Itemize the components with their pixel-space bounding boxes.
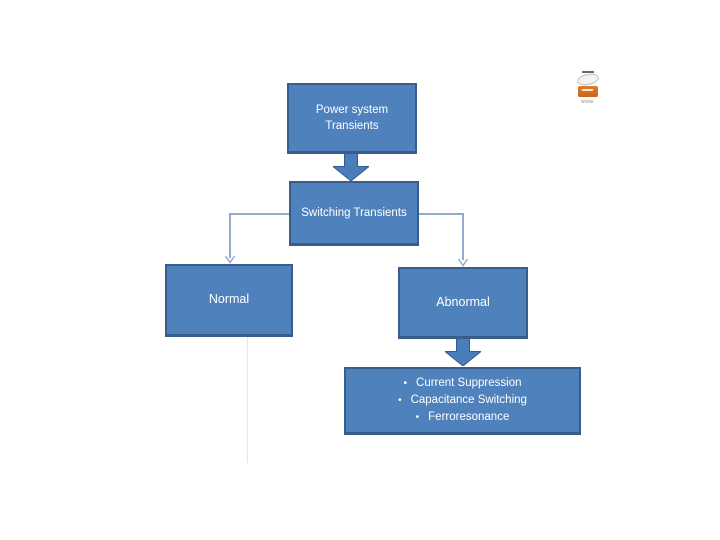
node-label: Normal xyxy=(208,292,250,307)
node-power-system-transients: Power system Transients xyxy=(287,83,417,154)
node-abnormal: Abnormal xyxy=(398,267,528,339)
connector-switching-to-normal-horizontal xyxy=(230,213,290,215)
node-switching-transients: Switching Transients xyxy=(289,181,419,246)
list-item: • Ferroresonance xyxy=(346,409,579,426)
node-normal: Normal xyxy=(165,264,293,337)
node-label: Abnormal xyxy=(436,294,490,309)
list-item: • Capacitance Switching xyxy=(346,392,579,409)
watermark-topline xyxy=(582,71,594,73)
watermark-swoosh-icon xyxy=(576,71,600,88)
faint-stray-line xyxy=(247,337,248,463)
watermark-caption: www. xyxy=(581,99,595,105)
arrowhead-down-icon xyxy=(457,258,469,267)
bullet-icon: • xyxy=(415,412,420,423)
watermark-logo: www. xyxy=(573,71,603,113)
list-item-label: Ferroresonance xyxy=(428,411,510,423)
connector-switching-to-abnormal-horizontal xyxy=(419,213,464,215)
bullet-icon: • xyxy=(398,395,402,406)
block-arrow-down-power-to-switching-icon xyxy=(333,153,369,181)
list-item: • Current Suppression xyxy=(346,375,579,392)
node-abnormal-causes: • Current Suppression • Capacitance Swit… xyxy=(344,367,581,435)
watermark-emblem-icon xyxy=(578,86,598,97)
causes-list: • Current Suppression • Capacitance Swit… xyxy=(346,375,579,426)
list-item-label: Current Suppression xyxy=(416,377,522,389)
node-label: Power system Transients xyxy=(315,103,389,132)
connector-switching-to-abnormal-vertical xyxy=(462,213,464,260)
block-arrow-down-abnormal-to-causes-icon xyxy=(445,338,481,366)
list-item-label: Capacitance Switching xyxy=(410,394,527,406)
bullet-icon: • xyxy=(403,378,408,389)
connector-switching-to-normal-vertical xyxy=(229,213,231,258)
arrowhead-down-icon xyxy=(224,255,236,264)
node-label: Switching Transients xyxy=(301,206,407,219)
